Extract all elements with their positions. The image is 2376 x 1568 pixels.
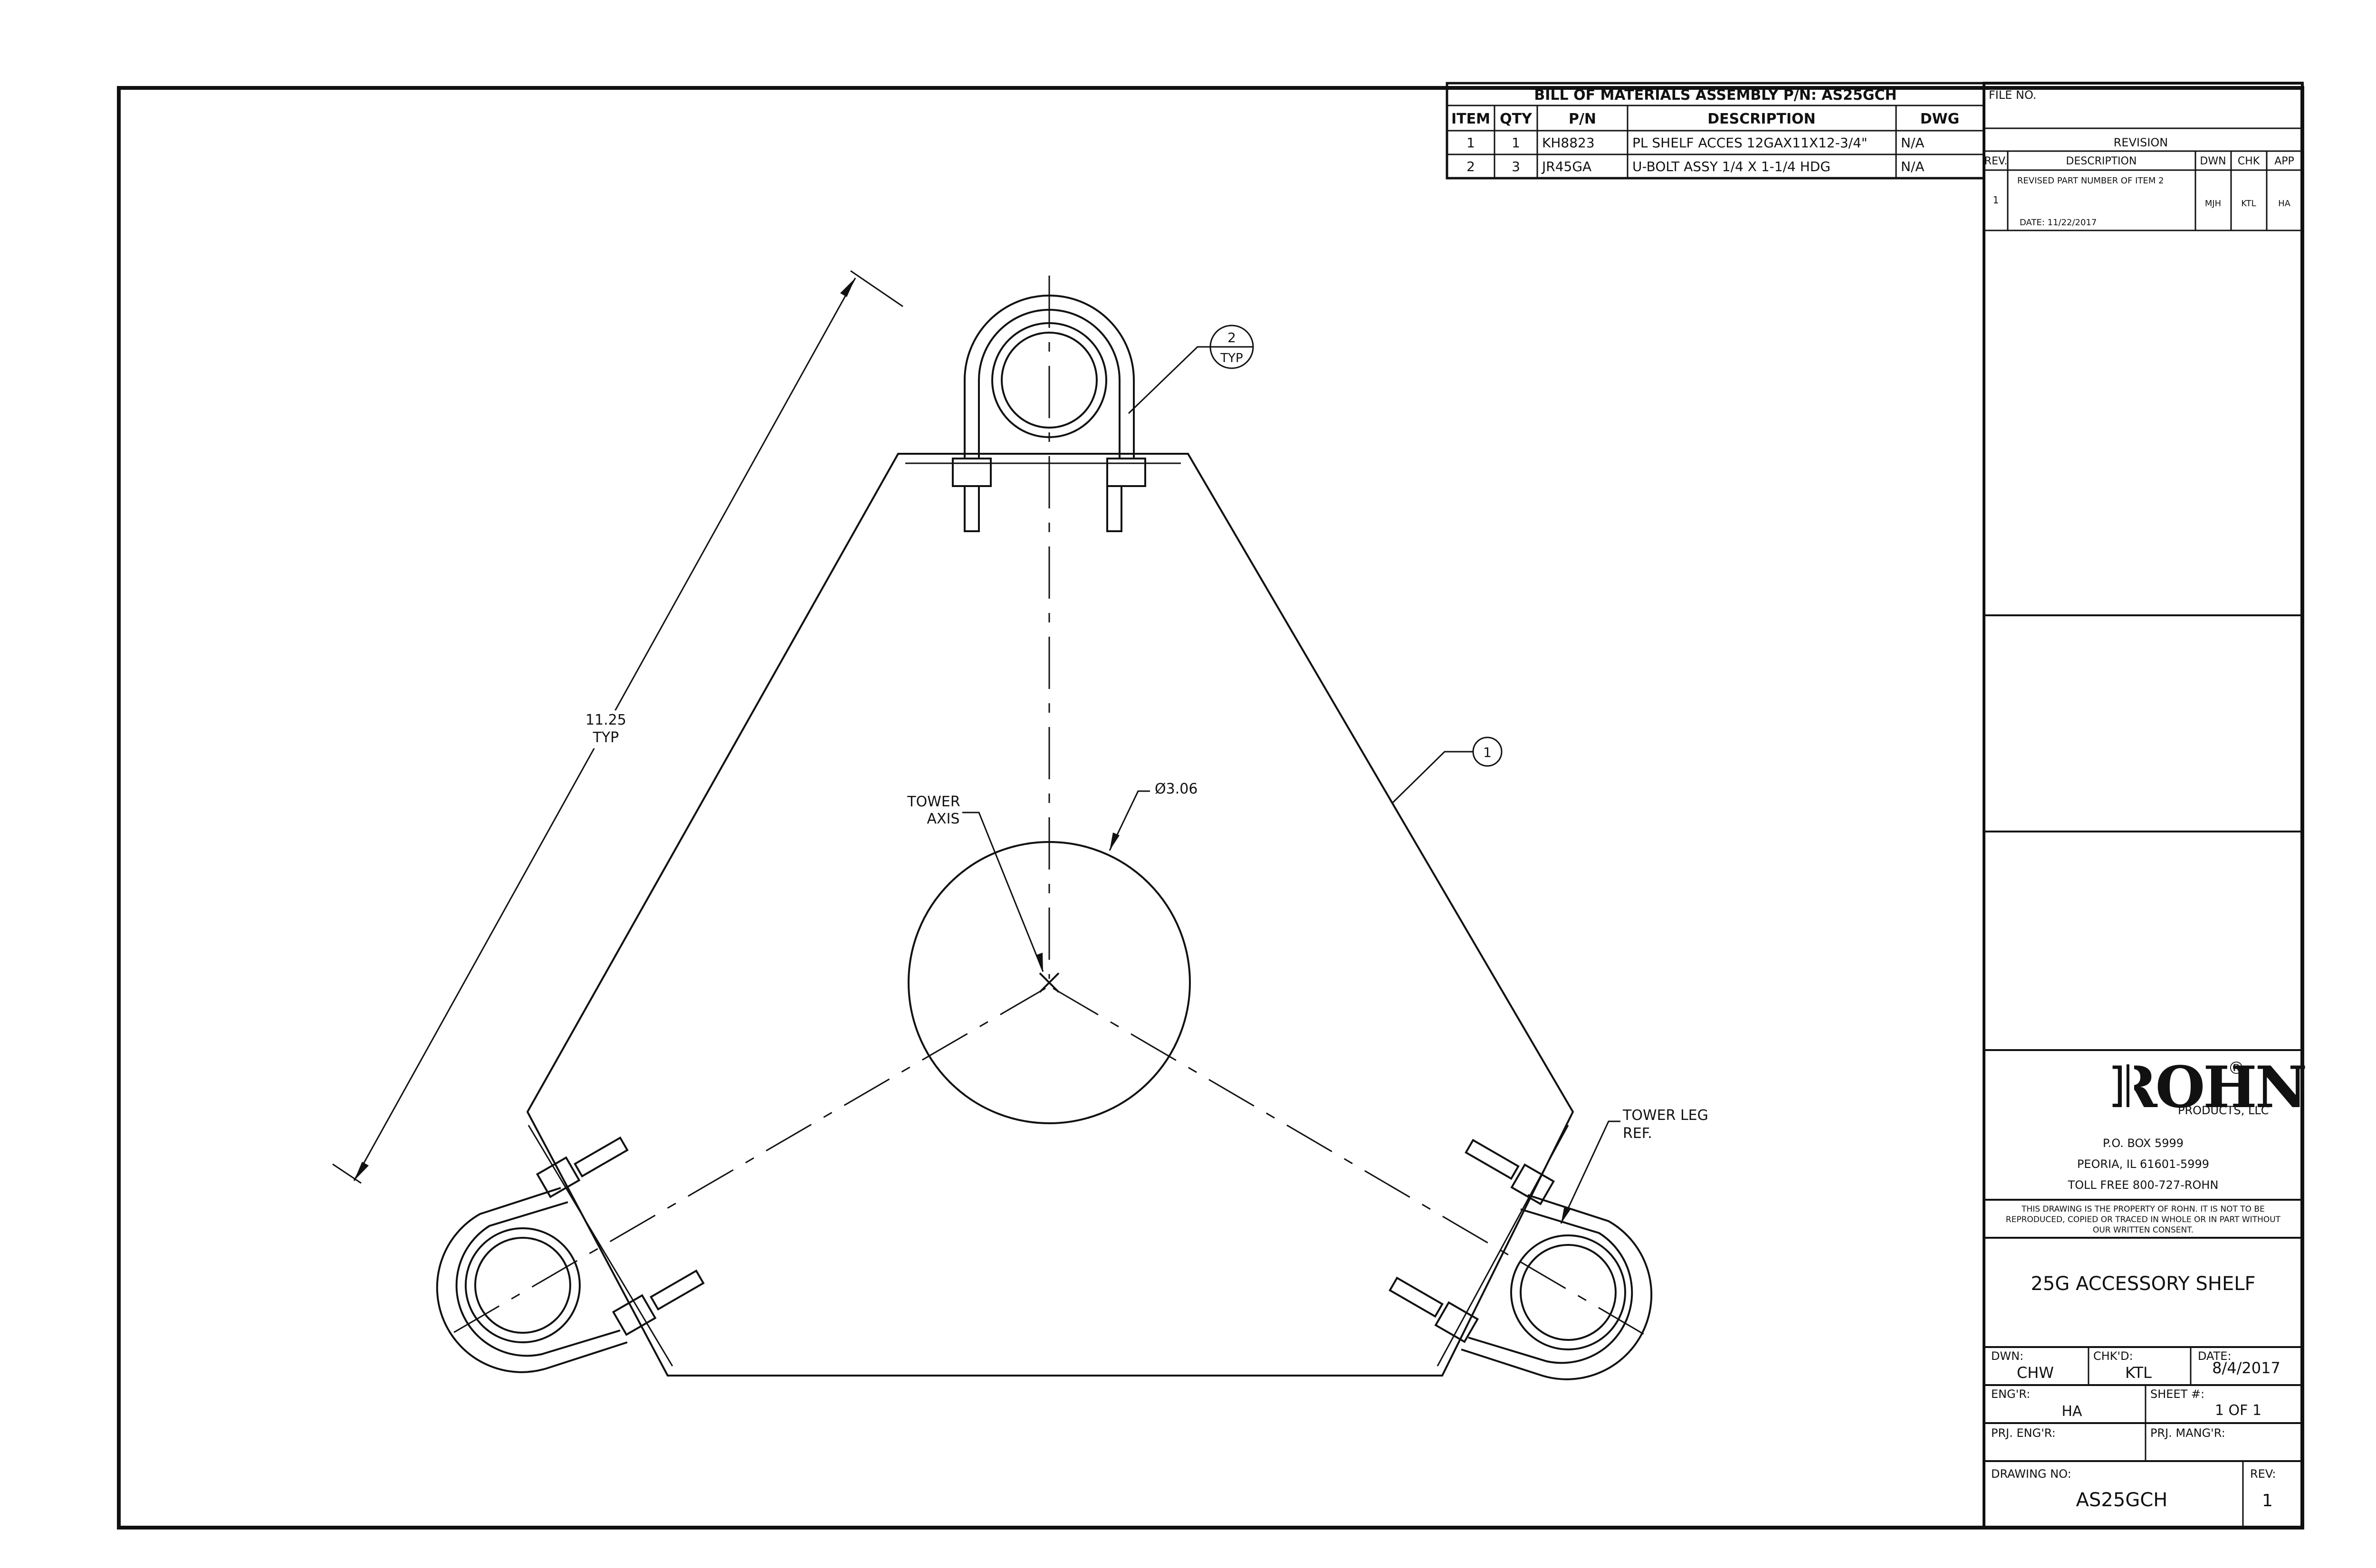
file-no-label: FILE NO. (1989, 88, 2037, 102)
tower-leg-label-2: REF. (1623, 1125, 1652, 1142)
dwn-value: CHW (2017, 1364, 2054, 1382)
tower-leg-label-1: TOWER LEG (1622, 1107, 1708, 1124)
bom-row-2-pn: JR45GA (1541, 159, 1591, 174)
company-address-2: PEORIA, IL 61601-5999 (2077, 1157, 2209, 1171)
prj-engr-label: PRJ. ENG'R: (1991, 1426, 2056, 1440)
svg-text:®: ® (2228, 1059, 2245, 1078)
diameter-label: Ø3.06 (1155, 781, 1198, 797)
company-address-1: P.O. BOX 5999 (2103, 1137, 2184, 1150)
company-phone: TOLL FREE 800-727-ROHN (2068, 1178, 2219, 1192)
diameter-leader (1109, 790, 1150, 851)
bom-row-2-qty: 3 (1512, 159, 1520, 174)
chkd-label: CHK'D: (2093, 1349, 2133, 1363)
bom-row-1-description: PL SHELF ACCES 12GAX11X12-3/4" (1632, 135, 1868, 151)
balloon-item-2 (1128, 325, 1254, 414)
revision-rev-number: 1 (1993, 194, 1999, 206)
bom-row-2-item: 2 (1466, 159, 1475, 174)
revision-dwn: MJH (2205, 199, 2221, 209)
balloon-item-1 (1391, 736, 1503, 804)
bom-row-1-pn: KH8823 (1542, 135, 1595, 151)
revision-description: REVISED PART NUMBER OF ITEM 2 (2017, 176, 2164, 186)
shelf-plate (526, 453, 1574, 1377)
bottom-left-tower-leg (436, 1136, 705, 1373)
bom-title: BILL OF MATERIALS ASSEMBLY P/N: AS25GCH (1534, 87, 1897, 104)
prj-mangr-label: PRJ. MANG'R: (2150, 1426, 2225, 1440)
dimension-length-value: 11.25 (585, 712, 626, 728)
engr-label: ENG'R: (1991, 1387, 2030, 1401)
tower-leg-ref-leader (1560, 1120, 1620, 1224)
rohn-logo: ROHN ® (2110, 1054, 2307, 1121)
bom-header-qty: QTY (1500, 111, 1533, 127)
ownership-notice-2: REPRODUCED, COPIED OR TRACED IN WHOLE OR… (2006, 1215, 2281, 1224)
tower-axis-label-1: TOWER (907, 794, 960, 810)
bom-row-2-dwg: N/A (1901, 159, 1925, 174)
tower-axis-label-2: AXIS (927, 811, 960, 827)
date-value: 8/4/2017 (2212, 1359, 2280, 1377)
balloon-1-label: 1 (1483, 745, 1492, 760)
bom-header-description: DESCRIPTION (1707, 111, 1816, 127)
centerlines (449, 276, 1654, 1341)
revision-app: HA (2278, 199, 2291, 209)
tower-axis-leader (962, 812, 1044, 972)
bom-header-item: ITEM (1451, 111, 1490, 127)
engr-value: HA (2061, 1403, 2082, 1420)
revision-title: REVISION (2114, 136, 2168, 149)
bom-row-1-dwg: N/A (1901, 135, 1925, 151)
sheet-label: SHEET #: (2150, 1387, 2204, 1401)
revision-header-app: APP (2274, 155, 2294, 167)
bom-row-2-description: U-BOLT ASSY 1/4 X 1-1/4 HDG (1632, 159, 1830, 174)
title-block-frame (1983, 82, 2304, 1529)
bom-header-pn: P/N (1569, 111, 1596, 127)
rev-label: REV: (2250, 1467, 2276, 1481)
date-label: DATE: (2198, 1349, 2232, 1363)
svg-text:ROHN: ROHN (2110, 1054, 2305, 1121)
drawing-no-value: AS25GCH (2076, 1489, 2168, 1511)
revision-header-dwn: DWN (2200, 155, 2226, 167)
sheet-value: 1 OF 1 (2215, 1402, 2261, 1419)
revision-chk: KTL (2241, 199, 2256, 209)
bottom-right-tower-leg (1389, 1138, 1653, 1380)
drawing-title: 25G ACCESSORY SHELF (2031, 1273, 2255, 1295)
dimension-length-note: TYP (593, 729, 619, 746)
ownership-notice-3: OUR WRITTEN CONSENT. (2093, 1225, 2194, 1235)
top-tower-leg (952, 295, 1146, 532)
bom-row-1-item: 1 (1466, 135, 1475, 151)
revision-header-chk: CHK (2238, 155, 2260, 167)
bom-row-1-qty: 1 (1512, 135, 1520, 151)
drawing-no-label: DRAWING NO: (1991, 1467, 2071, 1481)
chkd-value: KTL (2125, 1364, 2152, 1382)
ownership-notice-1: THIS DRAWING IS THE PROPERTY OF ROHN. IT… (2021, 1205, 2265, 1214)
revision-date: DATE: 11/22/2017 (2020, 218, 2097, 228)
bill-of-materials-table (1446, 82, 1985, 180)
revision-header-description: DESCRIPTION (2066, 155, 2137, 167)
revision-header-rev: REV. (1984, 155, 2007, 167)
center-mark (1039, 972, 1060, 993)
rev-value: 1 (2262, 1491, 2273, 1511)
bom-header-dwg: DWG (1920, 111, 1960, 127)
balloon-2-label: 2 (1227, 330, 1236, 345)
company-subtitle: PRODUCTS, LLC (2178, 1104, 2269, 1117)
balloon-2-note: TYP (1220, 351, 1243, 365)
dwn-label: DWN: (1991, 1349, 2023, 1363)
